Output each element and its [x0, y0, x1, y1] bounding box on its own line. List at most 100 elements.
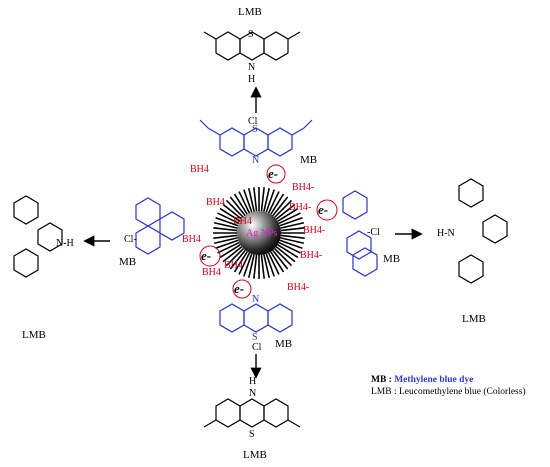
- lmb-molecule-left: [13, 195, 63, 278]
- nanoparticle-spike: [277, 244, 299, 259]
- nanoparticle-spike: [265, 189, 275, 213]
- bh4-label: BH4: [224, 260, 243, 271]
- nanoparticle-spike: [253, 254, 258, 279]
- nanoparticle-spike: [275, 203, 296, 220]
- nanoparticle-spike: [278, 241, 301, 254]
- nanoparticle-spike: [213, 227, 238, 232]
- nanoparticle-spike: [215, 217, 239, 227]
- nitrogen-label: N: [248, 62, 255, 73]
- nanoparticle-spike: [273, 199, 293, 219]
- bh4-label: BH4-: [303, 225, 325, 236]
- nanoparticle-spike: [222, 246, 243, 263]
- nanoparticle-spike: [260, 187, 265, 212]
- legend: MB : Methylene blue dye LMB : Leucomethy…: [371, 374, 526, 398]
- legend-mb-line: MB : Methylene blue dye: [371, 374, 526, 386]
- nanoparticle-spike: [229, 196, 246, 217]
- legend-mb-desc: Methylene blue dye: [394, 375, 474, 385]
- nanoparticle-spike: [229, 249, 246, 270]
- hn-label: H-N: [437, 228, 455, 239]
- nanoparticle-spike: [219, 244, 241, 259]
- nitrogen-label: N: [252, 155, 259, 166]
- nanoparticle-spike: [243, 253, 253, 277]
- nitrogen-label: N: [252, 294, 259, 305]
- nanoparticle-spike: [233, 193, 248, 215]
- bh4-label: BH4-: [287, 282, 309, 293]
- nanoparticle-spike: [273, 247, 293, 267]
- bh4-label: BH4: [190, 164, 209, 175]
- electron-arrow-icon: [232, 279, 252, 299]
- nanoparticle-spike: [272, 249, 289, 270]
- lmb-label: LMB: [462, 313, 486, 325]
- nanoparticle-spike: [247, 254, 255, 279]
- mb-molecule-right: [342, 190, 378, 277]
- lmb-label: LMB: [243, 449, 267, 461]
- sulfur-label: S: [249, 429, 255, 440]
- nanoparticle-spike: [260, 254, 265, 279]
- nanoparticle-spike: [278, 212, 301, 225]
- mb-molecule-bottom: [219, 303, 293, 333]
- nanoparticle-spike: [263, 254, 271, 279]
- electron-label: e-: [201, 248, 211, 263]
- nanoparticle-spike: [267, 191, 280, 214]
- bh4-label: BH4: [202, 267, 221, 278]
- nanoparticle-spike: [247, 187, 255, 212]
- electron-arrow-icon: [199, 245, 221, 267]
- mb-label: MB: [383, 253, 400, 265]
- nanoparticle-spikes: [213, 187, 305, 279]
- nanoparticle-spike: [217, 241, 240, 254]
- sulfur-label: S: [252, 124, 258, 135]
- nanoparticle-spike: [280, 227, 305, 232]
- legend-mb-abbr: MB :: [371, 375, 392, 385]
- mb-label: MB: [300, 154, 317, 166]
- lmb-molecule-right: [458, 178, 508, 284]
- mb-molecule-top: [199, 119, 313, 157]
- nanoparticle-label: Ag NPs: [246, 228, 278, 239]
- nanoparticle-spike: [280, 221, 305, 229]
- electron-label: e-: [234, 281, 244, 296]
- chloride-label: Cl-: [124, 234, 137, 245]
- nanoparticle-spike: [219, 207, 241, 222]
- nanoparticle-spike: [279, 217, 303, 227]
- electron-label: e-: [318, 202, 328, 217]
- lmb-label: LMB: [22, 329, 46, 341]
- sulfur-label: S: [252, 332, 258, 343]
- lmb-label: LMB: [238, 6, 262, 18]
- electron-arrow-icon: [266, 164, 286, 184]
- nanoparticle-spike: [238, 252, 251, 275]
- chloride-label: -Cl: [367, 227, 380, 238]
- nanoparticle-spike: [275, 246, 296, 263]
- nanoparticle-spike: [225, 247, 245, 267]
- nanoparticle-spike: [225, 199, 245, 219]
- silver-nanoparticle-icon: [237, 211, 281, 255]
- nanoparticle-spike: [253, 187, 258, 212]
- nanoparticle-spike: [222, 203, 243, 220]
- nanoparticle-spike: [263, 187, 271, 212]
- nh-label: N-H: [56, 238, 74, 249]
- hydrogen-label: H: [248, 74, 255, 85]
- sulfur-label: S: [248, 29, 254, 40]
- electron-arrow-icon: [316, 199, 338, 221]
- nanoparticle-spike: [215, 239, 239, 249]
- nanoparticle-spike: [279, 239, 303, 249]
- bh4-label: BH4: [233, 216, 252, 227]
- mb-molecule-left: [135, 197, 185, 255]
- lmb-molecule-bottom: [203, 398, 301, 428]
- bh4-label: BH4-: [300, 250, 322, 261]
- nanoparticle-spike: [270, 193, 285, 215]
- nanoparticle-spike: [213, 237, 238, 245]
- legend-lmb-line: LMB : Leucomethylene blue (Colorless): [371, 387, 526, 397]
- nanoparticle-spike: [280, 237, 305, 245]
- nanoparticle-spike: [213, 234, 238, 239]
- nanoparticle-spike: [277, 207, 299, 222]
- nanoparticle-spike: [280, 234, 305, 239]
- nanoparticle-spike: [267, 252, 280, 275]
- lmb-molecule-top: [203, 31, 301, 61]
- nanoparticle-spike: [243, 189, 253, 213]
- chloride-label: Cl: [252, 342, 262, 353]
- nanoparticle-spike: [272, 196, 289, 217]
- nanoparticle-spike: [217, 212, 240, 225]
- nanoparticle-spike: [238, 191, 251, 214]
- bh4-label: BH4-: [289, 202, 311, 213]
- bh4-label: BH4: [206, 197, 225, 208]
